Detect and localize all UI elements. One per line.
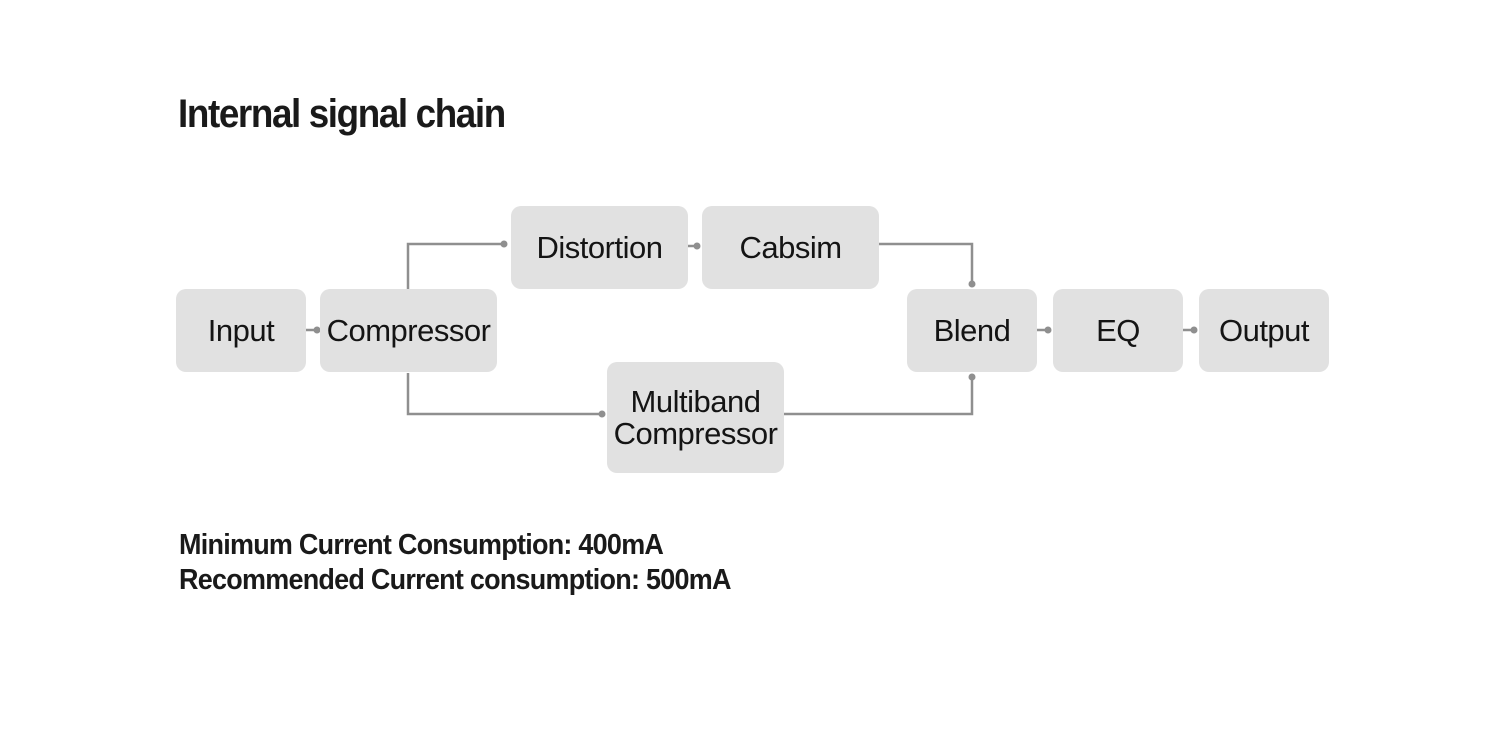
block-compressor: Compressor xyxy=(320,289,497,372)
connector-dot xyxy=(968,373,976,381)
connector-multiband-blend xyxy=(784,378,974,416)
connector-cabsim-blend xyxy=(878,242,974,283)
spec-recommended-current: Recommended Current consumption: 500mA xyxy=(179,564,731,596)
connector-dot xyxy=(968,280,976,288)
block-multiband-label-line2: Compressor xyxy=(613,415,778,451)
block-multiband-label-line1: Multiband xyxy=(630,383,761,419)
block-input-label: Input xyxy=(207,312,275,348)
connector-dot xyxy=(1044,326,1052,334)
block-compressor-label: Compressor xyxy=(326,312,491,348)
connector-dot xyxy=(693,242,701,250)
block-eq-label: EQ xyxy=(1096,312,1140,348)
page-title: Internal signal chain xyxy=(178,92,506,136)
block-multiband-compressor: Multiband Compressor xyxy=(607,362,784,473)
block-output-label: Output xyxy=(1218,312,1310,348)
block-distortion: Distortion xyxy=(511,206,688,289)
connector-dot xyxy=(1190,326,1198,334)
block-blend-label: Blend xyxy=(933,312,1011,348)
connector-compressor-distortion xyxy=(406,242,504,289)
connector-dot xyxy=(500,240,508,248)
spec-minimum-current: Minimum Current Consumption: 400mA xyxy=(179,529,664,561)
block-distortion-label: Distortion xyxy=(536,229,663,265)
connector-compressor-multiband xyxy=(406,373,602,416)
block-output: Output xyxy=(1199,289,1329,372)
connector-dot xyxy=(313,326,321,334)
connector-dot xyxy=(598,410,606,418)
current-specs: Minimum Current Consumption: 400mA Recom… xyxy=(179,528,731,598)
block-cabsim-label: Cabsim xyxy=(739,229,842,265)
block-cabsim: Cabsim xyxy=(702,206,879,289)
block-input: Input xyxy=(176,289,306,372)
block-blend: Blend xyxy=(907,289,1037,372)
block-eq: EQ xyxy=(1053,289,1183,372)
